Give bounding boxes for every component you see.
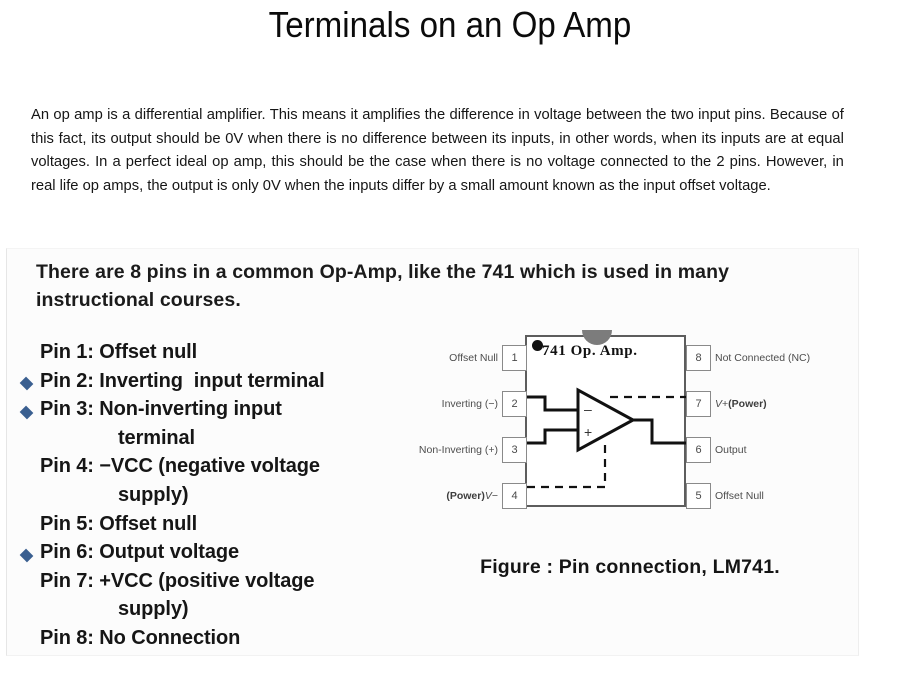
non-inverting-plus-sign: + bbox=[584, 424, 592, 440]
diamond-bullet-icon bbox=[19, 398, 38, 427]
pin-list-item-label: Pin 5: Offset null bbox=[40, 512, 198, 535]
pin-box-2[interactable]: 2 bbox=[502, 391, 527, 417]
diamond-bullet-shape bbox=[19, 405, 34, 420]
diamond-bullet-icon bbox=[19, 370, 38, 399]
pin-list-item-label: Pin 3: Non-inverting input bbox=[40, 398, 282, 421]
pin-list-item: supply) bbox=[22, 598, 422, 627]
bullet-spacer bbox=[22, 427, 38, 456]
pin-box-4[interactable]: 4 bbox=[502, 483, 527, 509]
diamond-bullet-shape bbox=[19, 377, 34, 391]
intro-paragraph: An op amp is a differential amplifier. T… bbox=[31, 106, 844, 194]
pin-list-item-label: Pin 1: Offset null bbox=[40, 341, 198, 363]
pin-list-item-label: Pin 7: +VCC (positive voltage bbox=[40, 569, 315, 592]
pin-label-5: Offset Null bbox=[715, 490, 764, 502]
pin1-marker-dot-icon bbox=[532, 340, 543, 351]
pin-list-item: Pin 8: No Connection bbox=[22, 627, 422, 656]
pin-label-7: V+ (Power) bbox=[715, 398, 767, 410]
pin-list-item-label: Pin 4: −VCC (negative voltage bbox=[40, 455, 320, 478]
pin-box-1[interactable]: 1 bbox=[502, 345, 527, 371]
pin-list-item-label: supply) bbox=[118, 483, 189, 506]
bullet-spacer bbox=[22, 484, 38, 513]
pin-list-item-label: Pin 8: No Connection bbox=[40, 626, 241, 649]
pin-list-item: Pin 3: Non-inverting input bbox=[19, 398, 422, 427]
amplifier-triangle-icon bbox=[576, 387, 637, 453]
inverting-minus-sign: – bbox=[584, 401, 592, 417]
pin-list-item-label: terminal bbox=[118, 426, 196, 449]
pin-list-item: Pin 4: −VCC (negative voltage bbox=[22, 455, 422, 484]
pin-list-item-label: supply) bbox=[118, 598, 189, 621]
bullet-spacer bbox=[22, 570, 38, 599]
opamp-internal-schematic: – + bbox=[527, 387, 688, 489]
figure-caption: Figure : Pin connection, LM741. bbox=[480, 556, 780, 578]
lead-pin2 bbox=[527, 395, 578, 412]
pin-label-8: Not Connected (NC) bbox=[715, 352, 811, 364]
bullet-spacer bbox=[22, 341, 38, 370]
pin-box-6[interactable]: 6 bbox=[686, 437, 711, 463]
diamond-bullet-icon bbox=[19, 541, 38, 570]
panel-heading: There are 8 pins in a common Op-Amp, lik… bbox=[36, 261, 730, 311]
pin-list-item: Pin 1: Offset null bbox=[22, 341, 422, 370]
pin-list-item: terminal bbox=[22, 427, 422, 456]
pin-label-3: Non-Inverting (+) bbox=[418, 444, 498, 456]
pin-label-4: (Power) V− bbox=[446, 490, 498, 502]
bullet-spacer bbox=[22, 455, 38, 484]
pin-box-3[interactable]: 3 bbox=[502, 437, 527, 463]
lead-pin6-output bbox=[633, 418, 688, 445]
pin-box-8[interactable]: 8 bbox=[686, 345, 711, 371]
diamond-bullet-shape bbox=[19, 548, 34, 563]
pin-label-2: Inverting (−) bbox=[441, 398, 498, 410]
bullet-spacer bbox=[22, 598, 38, 627]
pin-list-item: Pin 5: Offset null bbox=[22, 513, 422, 542]
pin-list-item: Pin 2: Inverting input terminal bbox=[19, 369, 422, 399]
content-panel bbox=[6, 248, 859, 656]
pin-list-item: Pin 6: Output voltage bbox=[19, 541, 422, 570]
bullet-spacer bbox=[22, 513, 38, 542]
pin-list-item: Pin 7: +VCC (positive voltage bbox=[22, 570, 422, 599]
page-title: Terminals on an Op Amp bbox=[268, 4, 632, 45]
pin-list-item-label: Pin 2: Inverting input terminal bbox=[40, 369, 325, 392]
chip-notch-icon bbox=[582, 330, 612, 345]
pin-box-7[interactable]: 7 bbox=[686, 391, 711, 417]
chip-part-label: 741 Op. Amp. bbox=[542, 343, 638, 359]
pin-list-item: supply) bbox=[22, 484, 422, 513]
pin-box-5[interactable]: 5 bbox=[686, 483, 711, 509]
pin-list-item-label: Pin 6: Output voltage bbox=[40, 541, 240, 564]
pin-label-6: Output bbox=[715, 444, 747, 456]
pin-label-1: Offset Null bbox=[449, 352, 498, 364]
lead-pin4-vminus-dashed bbox=[527, 445, 607, 489]
bullet-spacer bbox=[22, 627, 38, 656]
lead-pin3 bbox=[527, 428, 578, 445]
